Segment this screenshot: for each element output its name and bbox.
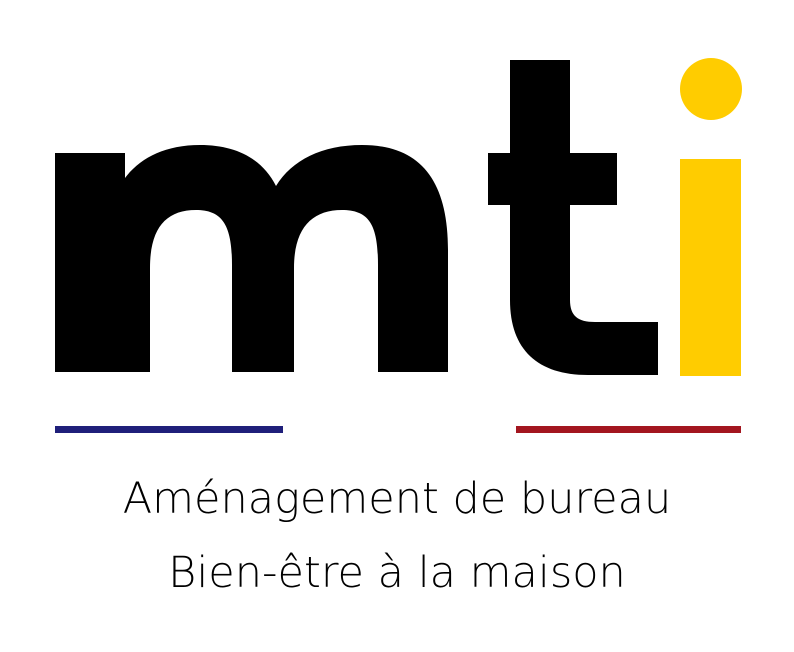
tagline-office: Aménagement de bureau [122,474,672,524]
mti-wordmark [55,58,742,376]
letter-i-dot [680,58,742,120]
rule-right-red [516,426,741,433]
tagline-home: Bien-être à la maison [168,548,626,598]
letter-i-stem [680,159,741,376]
letter-m [55,145,448,372]
letter-t [488,60,658,375]
rule-left-blue [55,426,283,433]
